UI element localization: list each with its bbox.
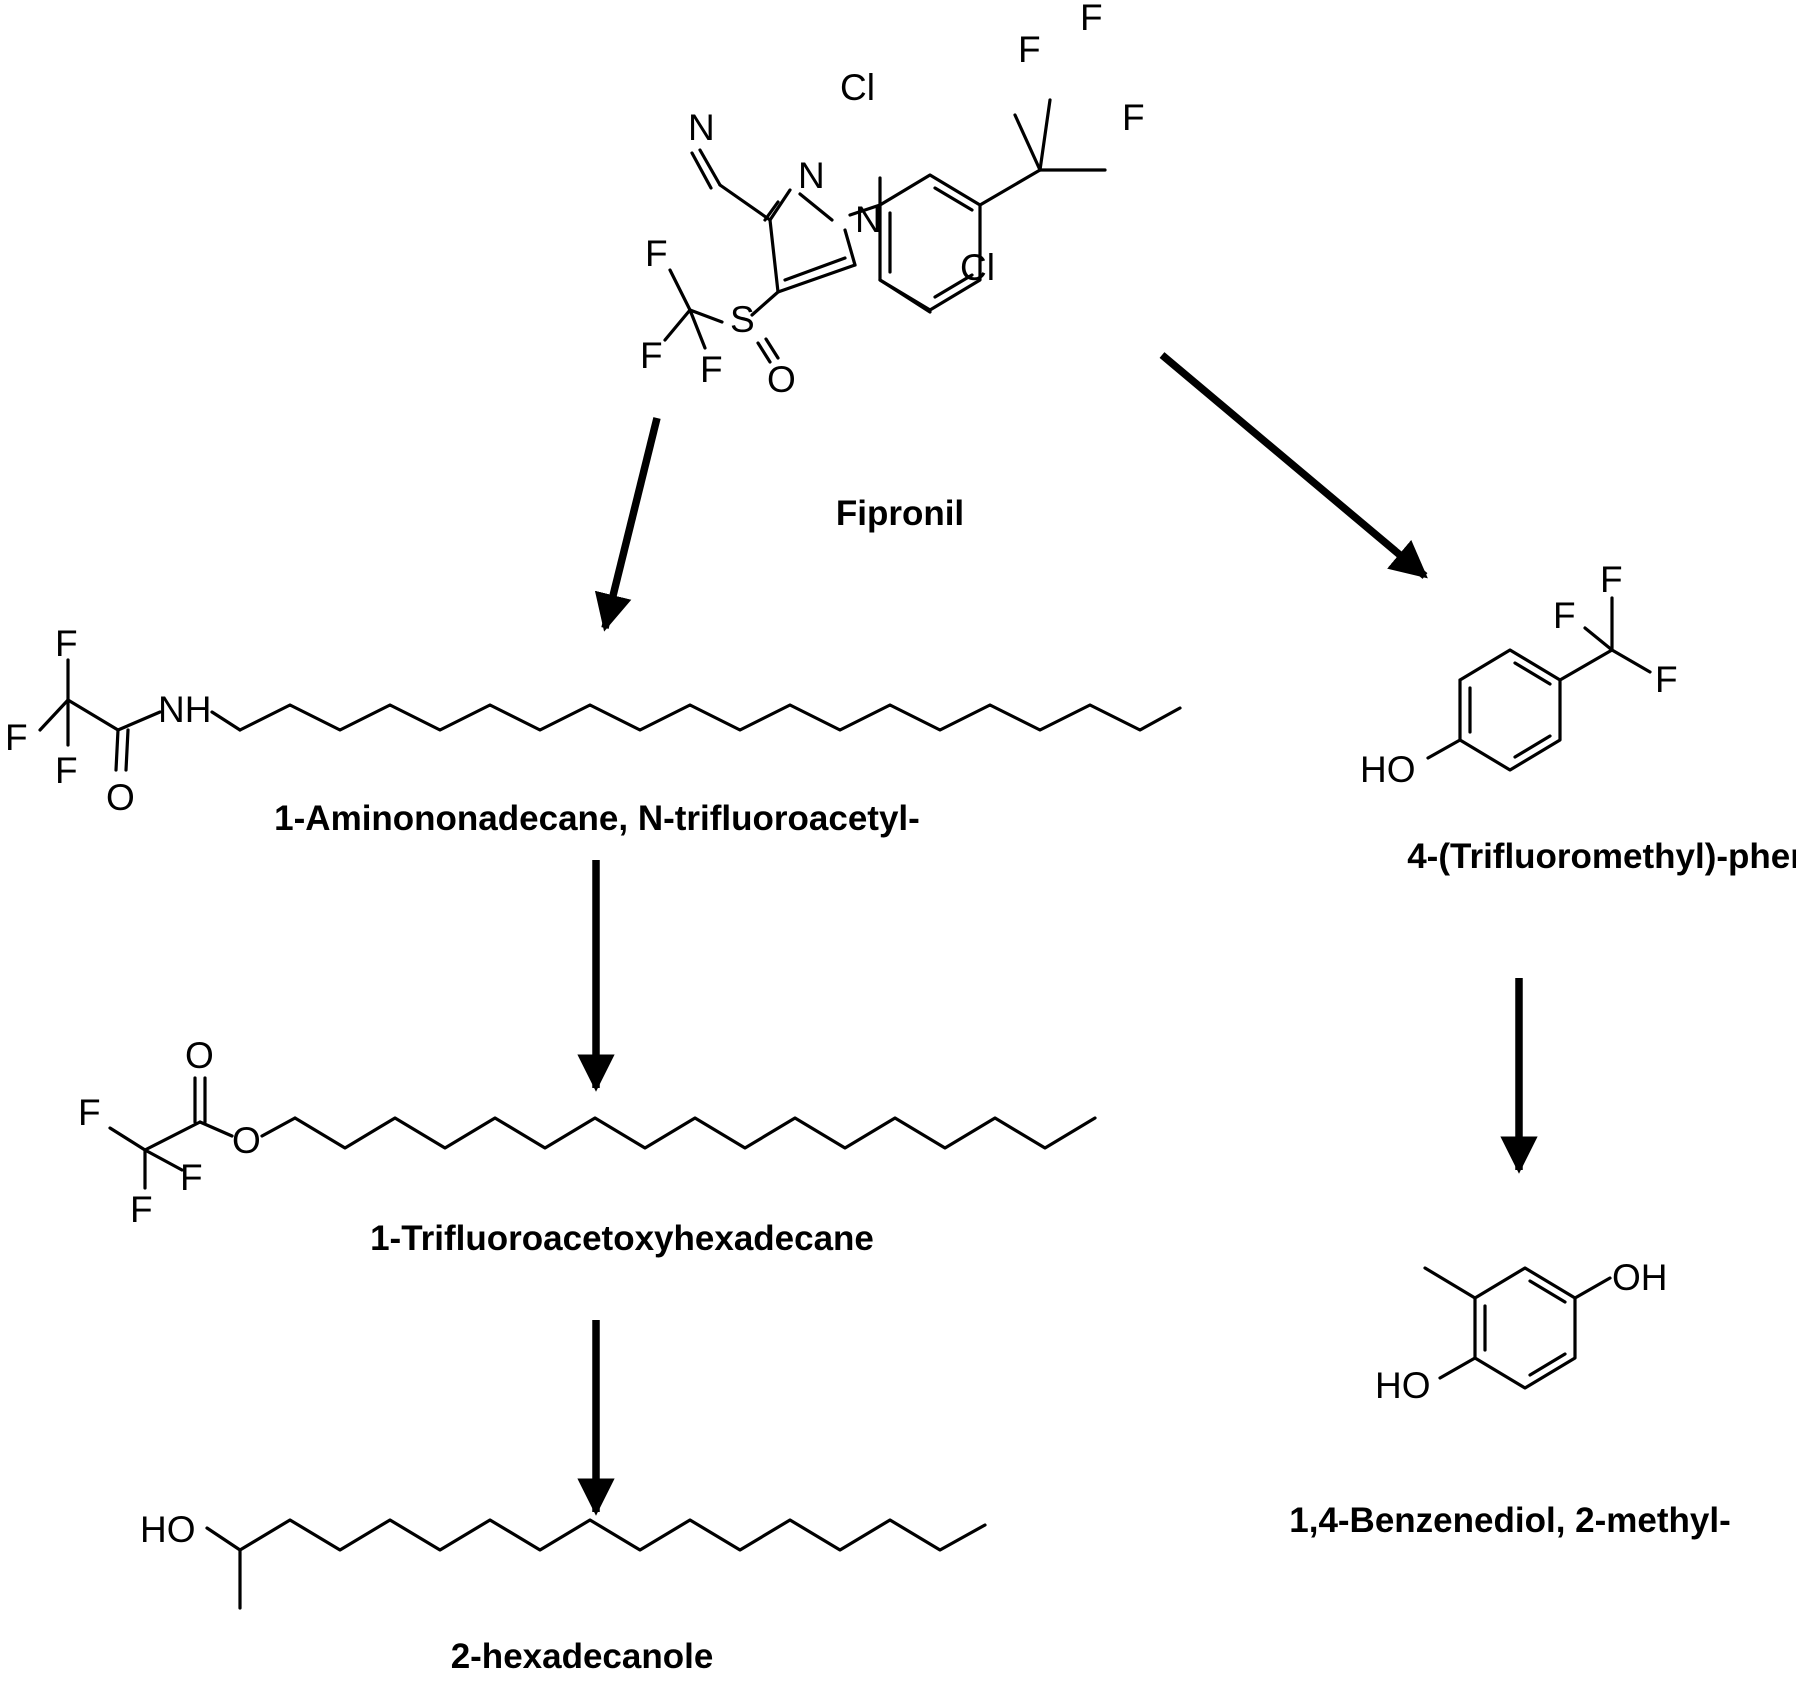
atom-label: OH xyxy=(1612,1257,1668,1298)
aminononadecane-structure xyxy=(38,658,1182,772)
fipronil-atom-labels: Cl F F F N N N Cl F S F F O xyxy=(640,0,1145,400)
compound-name-benzenediol: 1,4-Benzenediol, 2-methyl- xyxy=(1289,1501,1730,1540)
atom-label: O xyxy=(106,777,135,818)
atom-label: F xyxy=(1553,595,1576,636)
atom-label: F xyxy=(700,349,723,390)
compound-name-fipronil: Fipronil xyxy=(836,494,964,533)
compound-name-hexadecanole: 2-hexadecanole xyxy=(451,1637,714,1676)
benzenediol-structure xyxy=(1423,1266,1612,1390)
atom-label: F xyxy=(645,233,668,274)
atom-label: F xyxy=(640,335,663,376)
atom-label: F xyxy=(1122,97,1145,138)
compound-name-trifluoroacetoxyhexadecane: 1-Trifluoroacetoxyhexadecane xyxy=(370,1219,874,1258)
atom-label: F xyxy=(55,750,78,791)
fipronil-structure xyxy=(663,98,1107,364)
atom-label: F xyxy=(1080,0,1103,38)
atom-label: F xyxy=(1018,29,1041,70)
trifluoroacetoxyhexadecane-structure xyxy=(108,1076,1097,1190)
trifluoromethylphenol-structure xyxy=(1426,596,1652,772)
atom-label: N xyxy=(688,107,715,148)
atom-label: F xyxy=(130,1189,153,1230)
atom-label: HO xyxy=(1375,1365,1431,1406)
atom-label: N xyxy=(798,155,825,196)
atom-label: F xyxy=(180,1157,203,1198)
atom-label: O xyxy=(767,359,796,400)
atom-label: O xyxy=(232,1120,261,1161)
atom-label: HO xyxy=(140,1509,196,1550)
aminononadecane-atom-labels: F F F NH O xyxy=(5,623,211,818)
compound-name-trifluoromethylphenol: 4-(Trifluoromethyl)-phenol xyxy=(1407,837,1796,876)
atom-label: F xyxy=(1655,659,1678,700)
benzenediol-atom-labels: OH HO xyxy=(1375,1257,1668,1406)
atom-label: HO xyxy=(1360,749,1416,790)
arrow-fipronil-to-aminononadecane xyxy=(594,417,661,632)
atom-label: F xyxy=(55,623,78,664)
hexadecanole-structure xyxy=(205,1518,987,1610)
atom-label: Cl xyxy=(960,247,995,288)
trifluoromethylphenol-atom-labels: F F F HO xyxy=(1360,559,1678,790)
atom-label: Cl xyxy=(840,67,875,108)
trifluoroacetoxyhexadecane-atom-labels: O F O F F xyxy=(78,1035,261,1230)
arrow-fipronil-to-phenol xyxy=(1159,352,1428,579)
atom-label: F xyxy=(78,1092,101,1133)
atom-label: N xyxy=(855,199,882,240)
reaction-arrows xyxy=(577,352,1538,1516)
atom-label: F xyxy=(5,717,28,758)
atom-label: F xyxy=(1600,559,1623,600)
atom-label: NH xyxy=(158,689,211,730)
compound-name-aminononadecane: 1-Aminononadecane, N-trifluoroacetyl- xyxy=(274,799,920,838)
atom-label: O xyxy=(185,1035,214,1076)
atom-label: S xyxy=(730,299,755,340)
